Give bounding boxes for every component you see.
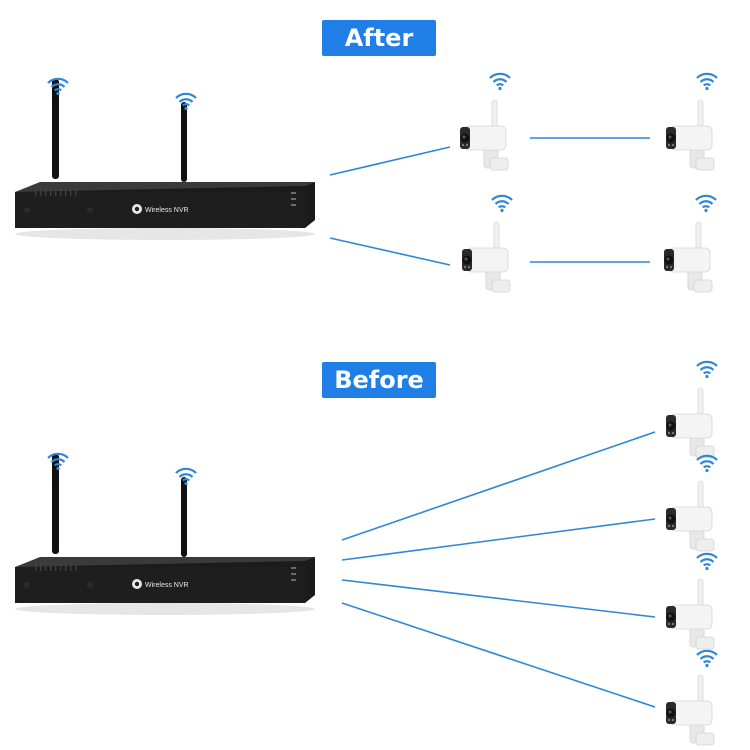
wifi-icon	[695, 649, 719, 669]
after-badge: After	[322, 20, 436, 56]
wifi-icon	[695, 72, 719, 92]
camera	[665, 99, 715, 171]
link-line	[341, 431, 656, 541]
camera	[665, 674, 715, 746]
wifi-icon	[174, 467, 198, 487]
wifi-icon	[694, 194, 718, 214]
wifi-icon	[695, 552, 719, 572]
after-nvr-label: Wireless NVR	[145, 207, 189, 214]
before-nvr-label: Wireless NVR	[145, 582, 189, 589]
camera	[665, 480, 715, 552]
before-diagram: Wireless NVR	[15, 360, 719, 746]
camera	[663, 221, 713, 293]
link-line	[329, 237, 451, 266]
wifi-icon	[695, 360, 719, 380]
link-line	[341, 518, 656, 561]
camera	[665, 387, 715, 459]
link-line	[341, 579, 656, 618]
after-nvr-device: Wireless NVR	[15, 79, 315, 240]
before-badge: Before	[322, 362, 436, 398]
camera	[461, 221, 511, 293]
link-line	[341, 602, 656, 708]
camera	[459, 99, 509, 171]
wifi-icon	[174, 92, 198, 112]
before-nvr-device: Wireless NVR	[15, 454, 315, 615]
wifi-icon	[488, 72, 512, 92]
wifi-icon	[490, 194, 514, 214]
after-diagram: Wireless NVR	[15, 72, 719, 293]
link-line	[329, 146, 451, 176]
camera	[665, 578, 715, 650]
